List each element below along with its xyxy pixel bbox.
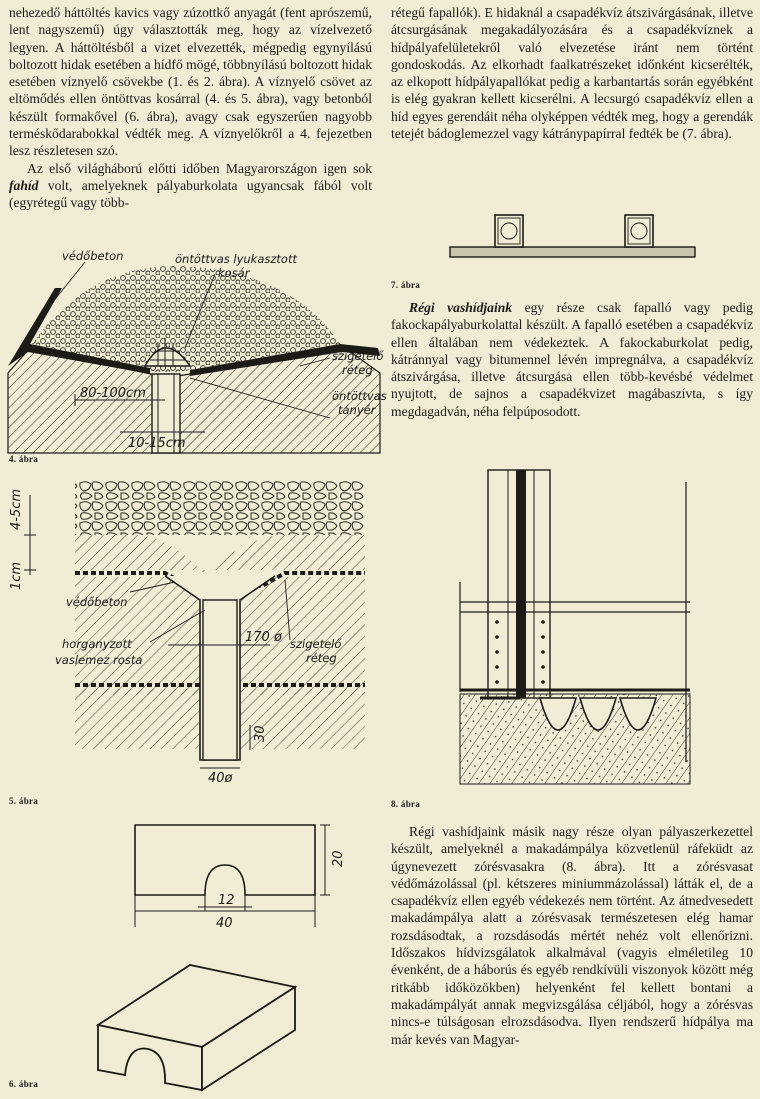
emphasis: Régi vashídjaink <box>409 300 513 315</box>
right-text-column-bottom: Régi vashídjaink másik nagy része olyan … <box>391 823 753 1048</box>
right-text-column-middle: Régi vashídjaink egy része csak fapalló … <box>391 299 753 420</box>
label-insulation-1: szigetelő <box>332 349 384 363</box>
left-text-column: nehezedő háttöltés kavics vagy zúzottkő … <box>9 4 372 212</box>
dimension-20: 20 <box>331 850 346 867</box>
dimension-170: 170 ø <box>245 630 283 645</box>
dimension-10-15cm: 10-15cm <box>128 436 186 451</box>
label-sieve-1: horganyzott <box>62 637 132 651</box>
figure-7-drawing <box>449 214 696 258</box>
label-insulation-2: réteg <box>306 651 337 665</box>
figure-8-drawing <box>459 469 691 785</box>
label-insulation-2: réteg <box>342 363 373 377</box>
paragraph: Régi vashídjaink másik nagy része olyan … <box>391 824 753 1047</box>
dimension-80-100cm: 80-100cm <box>80 386 146 401</box>
dimension-30: 30 <box>253 725 268 742</box>
paragraph: nehezedő háttöltés kavics vagy zúzottkő … <box>9 5 372 159</box>
figure-8-caption: 8. ábra <box>391 799 421 809</box>
label-vedobeton: védőbeton <box>66 595 127 609</box>
right-text-column-top: rétegű fapallók). E hidaknál a csapadékv… <box>391 4 753 142</box>
label-plate-1: öntöttvas <box>332 389 387 403</box>
label-sieve-2: vaslemez rosta <box>55 653 142 667</box>
dimension-40: 40 <box>216 916 233 931</box>
dimension-40: 40ø <box>208 771 234 786</box>
text: Az első világháború előtti időben Magyar… <box>27 160 372 176</box>
label-basket-2: kosár <box>218 266 251 280</box>
figure-4-drawing: védőbeton öntöttvas lyukasztott kosár sz… <box>7 249 387 454</box>
figure-6-drawing: 20 12 40 <box>95 824 346 1092</box>
paragraph: rétegű fapallók). E hidaknál a csapadékv… <box>391 5 753 142</box>
emphasis: fahíd <box>9 177 39 193</box>
text: egy része csak fapalló vagy pedig fakock… <box>391 300 753 419</box>
figure-4-caption: 4. ábra <box>9 454 39 464</box>
paragraph: Régi vashídjaink egy része csak fapalló … <box>391 299 753 420</box>
label-vedobeton: védőbeton <box>62 249 123 263</box>
figure-7-caption: 7. ábra <box>391 280 421 290</box>
figure-5-caption: 5. ábra <box>9 796 39 806</box>
figure-5-drawing: 4-5cm 1cm védőbeton horganyzott vaslemez… <box>9 480 365 786</box>
text: volt, amelyeknek pályaburkolata ugyancsa… <box>9 177 372 211</box>
label-insulation-1: szigetelő <box>290 637 342 651</box>
dimension-1cm: 1cm <box>9 562 24 590</box>
figure-6-caption: 6. ábra <box>9 1079 39 1089</box>
dimension-4-5cm: 4-5cm <box>9 489 24 530</box>
dimension-12: 12 <box>218 893 235 908</box>
label-plate-2: tányér <box>338 403 377 417</box>
paragraph: Az első világháború előtti időben Magyar… <box>9 160 372 212</box>
label-basket-1: öntöttvas lyukasztott <box>175 252 297 266</box>
